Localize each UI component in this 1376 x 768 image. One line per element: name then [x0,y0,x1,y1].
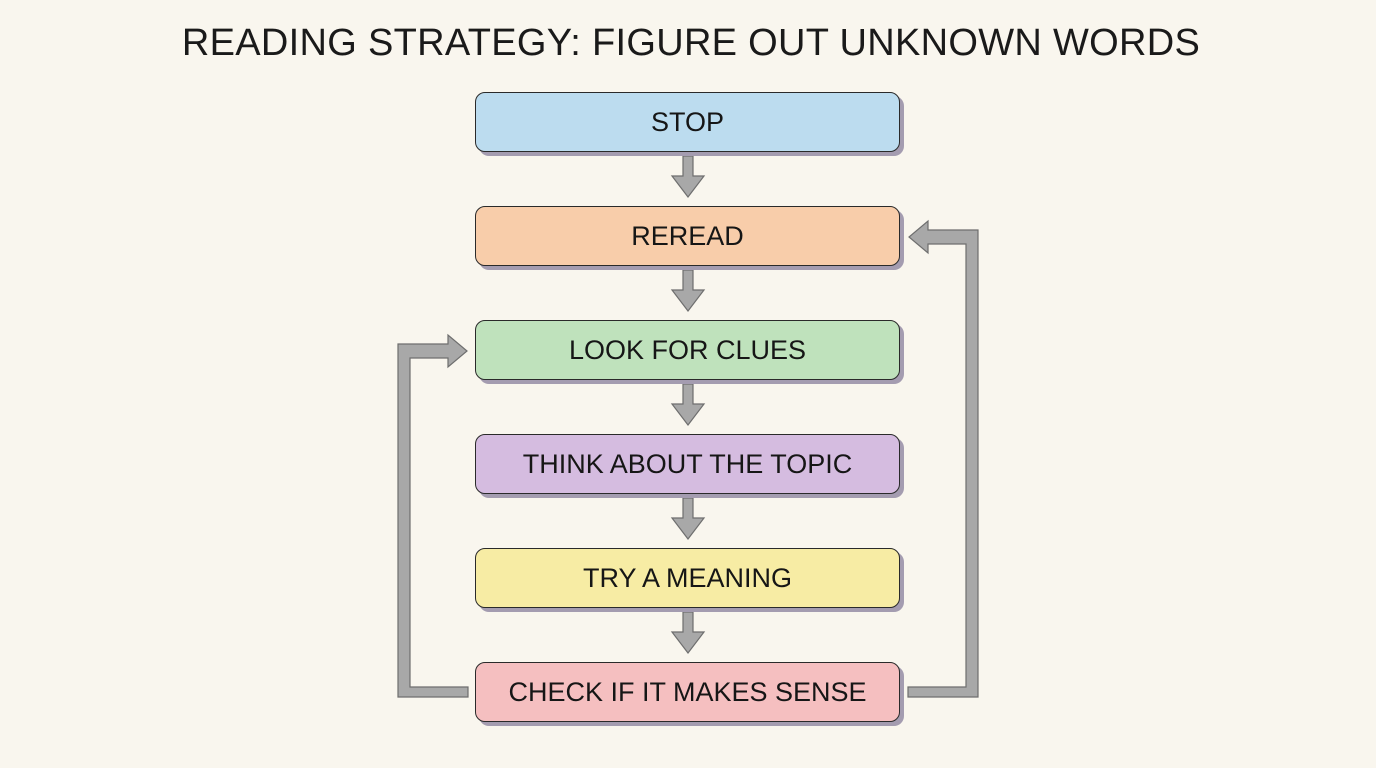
step-label: TRY A MEANING [582,562,793,593]
step-try-a-meaning: TRY A MEANING [475,548,900,608]
down-arrow-icon [670,269,706,312]
loop-arrow-left-icon [397,333,469,698]
step-reread: REREAD [475,206,900,266]
loop-arrow-right-icon [907,219,979,698]
step-check-makes-sense: CHECK IF IT MAKES SENSE [475,662,900,722]
step-stop: STOP [475,92,900,152]
step-label: LOOK FOR CLUES [568,334,807,365]
down-arrow-icon [670,497,706,540]
down-arrow-icon [670,611,706,654]
step-label: STOP [650,106,725,137]
step-think-about-topic: THINK ABOUT THE TOPIC [475,434,900,494]
step-look-for-clues: LOOK FOR CLUES [475,320,900,380]
diagram-title: READING STRATEGY: FIGURE OUT UNKNOWN WOR… [181,22,1201,64]
down-arrow-icon [670,155,706,198]
down-arrow-icon [670,383,706,426]
step-label: REREAD [631,220,744,251]
step-label: CHECK IF IT MAKES SENSE [508,676,867,707]
step-label: THINK ABOUT THE TOPIC [522,448,853,479]
